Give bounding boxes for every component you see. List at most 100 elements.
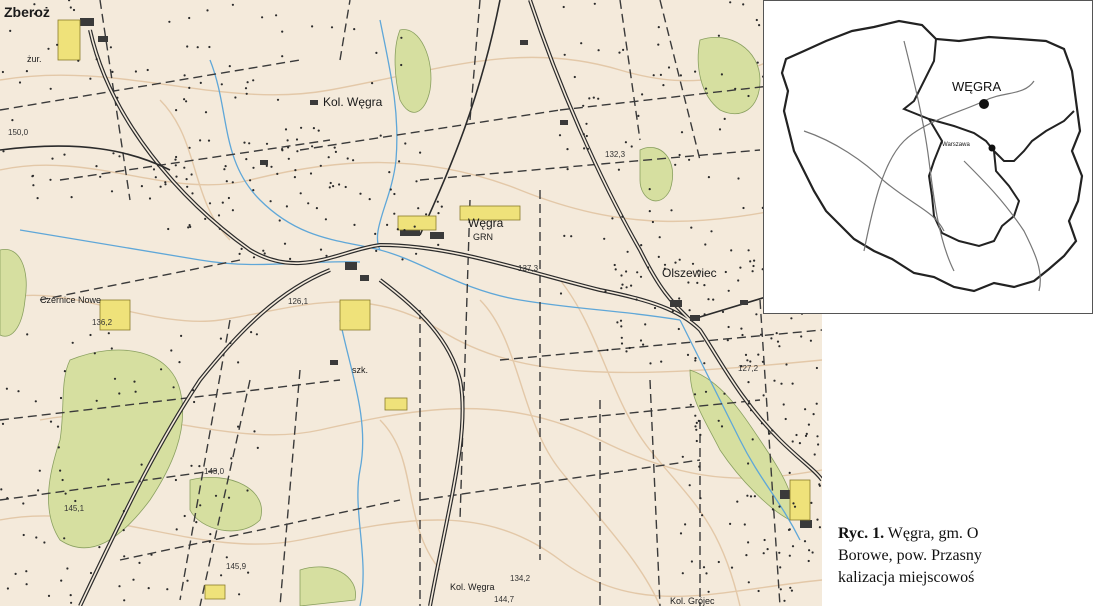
orchard-dot [183,166,186,169]
orchard-dot [225,556,228,559]
orchard-dot [815,366,819,370]
orchard-dot [778,345,781,348]
orchard-dot [639,339,643,342]
orchard-dot [244,87,248,90]
orchard-dot [140,185,143,188]
orchard-dot [315,207,318,210]
orchard-dot [281,30,284,33]
orchard-dot [59,469,62,472]
orchard-dot [60,579,63,582]
inset-warszawa-label: Warszawa [942,142,970,148]
orchard-dot [249,179,252,182]
orchard-dot [730,566,734,569]
orchard-dot [695,439,698,443]
orchard-dot [592,96,595,99]
locator-map-inset: WĘGRA Warszawa [763,0,1093,314]
orchard-dot [766,548,769,551]
orchard-dot [747,249,750,252]
orchard-dot [606,348,609,352]
orchard-dot [204,217,207,220]
orchard-dot [400,63,403,67]
orchard-dot [751,438,754,441]
orchard-dot [214,494,218,497]
orchard-dot [6,587,9,590]
orchard-dot [71,341,74,344]
orchard-dot [113,377,117,380]
orchard-dot [810,501,813,504]
orchard-dot [199,504,202,507]
orchard-dot [756,61,759,64]
orchard-dot [95,58,98,61]
orchard-dot [237,425,240,428]
inset-wegra-label: WĘGRA [952,79,1002,94]
orchard-dot [744,353,748,356]
orchard-dot [403,229,406,232]
orchard-dot [717,560,720,564]
warszawa-location-marker [988,144,996,152]
orchard-dot [751,270,754,273]
orchard-dot [747,402,750,405]
orchard-dot [792,502,795,505]
place-kol-grojec: Kol. Grójec [670,596,715,606]
orchard-dot [300,126,303,129]
orchard-dot [11,119,14,122]
place-szk: szk. [352,365,369,375]
orchard-dot [245,158,248,161]
orchard-dot [208,45,211,49]
orchard-dot [118,155,121,158]
elevation-label: 134,2 [510,574,531,583]
orchard-dot [679,74,683,77]
orchard-dot [238,252,241,255]
orchard-dot [807,423,811,426]
elevation-label: 145,1 [64,504,85,513]
orchard-dot [246,489,249,492]
orchard-dot [368,198,371,201]
orchard-dot [662,84,665,87]
orchard-dot [191,192,194,195]
orchard-dot [582,133,585,136]
orchard-dot [644,323,647,326]
orchard-dot [330,26,334,29]
elevation-label: 144,7 [494,595,515,604]
orchard-dot [419,151,422,154]
orchard-dot [238,593,241,596]
orchard-dot [346,157,349,160]
orchard-dot [89,571,93,575]
orchard-dot [807,559,810,563]
orchard-dot [74,499,77,503]
orchard-dot [175,109,178,112]
roads-inner [79,0,822,606]
orchard-dot [704,87,708,90]
orchard-dot [746,359,749,362]
orchard-dot [747,581,750,584]
orchard-dot [788,554,791,557]
orchard-dot [192,389,195,392]
orchard-dot [681,572,684,575]
orchard-dot [740,327,743,330]
orchard-dot [17,390,20,393]
orchard-dot [647,266,650,269]
orchard-dot [112,152,115,155]
rivers [803,40,1041,292]
orchard-dot [573,75,576,79]
orchard-dot [746,494,749,497]
orchard-dot [246,81,249,84]
orchard-dot [583,147,586,150]
orchard-dot [207,139,211,142]
orchard-dot [761,360,765,363]
orchard-dot [703,284,706,287]
orchard-dot [227,496,231,499]
orchard-dot [334,150,337,153]
orchard-dot [209,533,212,536]
elevation-label: 143,0 [204,467,225,476]
orchard-dot [710,230,713,233]
orchard-dot [174,158,177,161]
orchard-dot [770,337,773,340]
orchard-dot [688,158,691,161]
orchard-dot [9,29,12,32]
orchard-dot [695,428,698,431]
orchard-dot [702,566,706,569]
orchard-dot [240,247,243,250]
orchard-dot [299,192,302,195]
orchard-dot [186,185,189,188]
